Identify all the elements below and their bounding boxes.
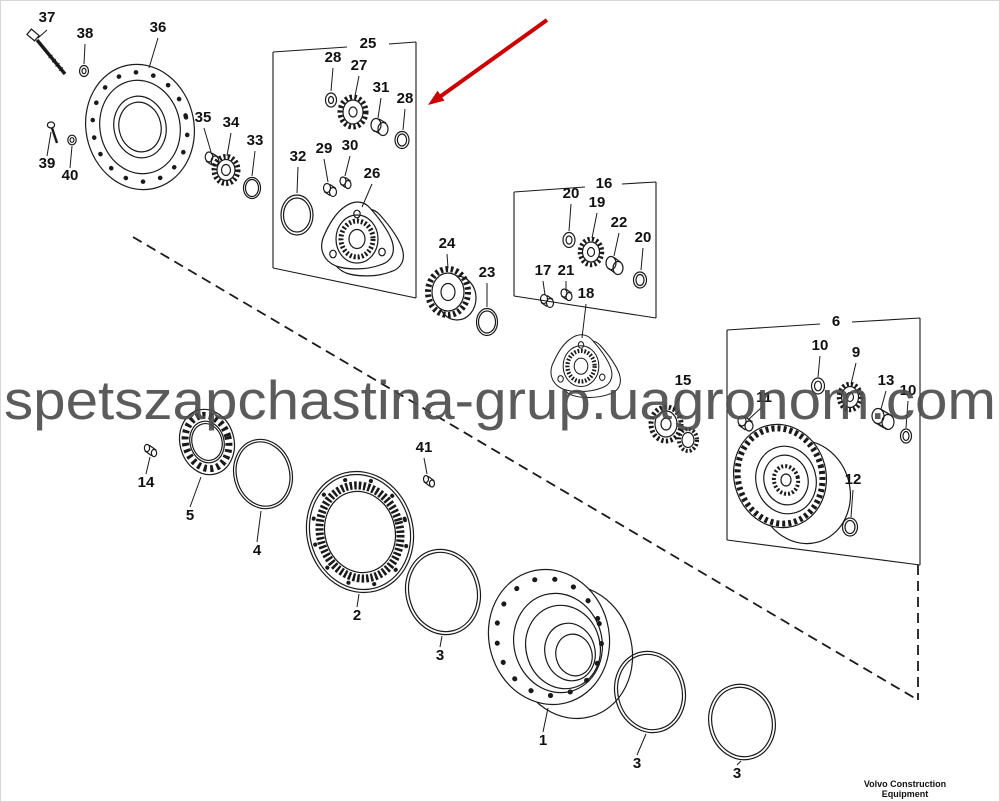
part-pin-14 [143,443,158,458]
part-label-11: 11 [756,389,772,406]
part-label-19: 19 [589,194,606,211]
part-label-24: 24 [439,235,456,252]
part-ring-gear-2 [305,470,415,594]
part-oring-4 [232,438,294,510]
group-box-25 [272,41,417,299]
part-label-20b: 20 [635,229,652,246]
red-annotation-arrow [428,18,549,105]
part-seal-32 [280,194,314,236]
part-pin-41 [422,474,436,488]
part-label-2: 2 [353,607,361,624]
part-gear-24 [425,266,477,321]
part-label-3a: 3 [436,647,444,664]
part-label-14: 14 [138,474,155,491]
part-label-3c: 3 [733,765,741,782]
part-washer-10b [899,428,913,444]
part-label-15: 15 [675,372,692,389]
brand-line2: Equipment [882,789,929,799]
part-bearing-13 [871,407,895,431]
part-washer-28b [394,130,410,150]
part-label-41: 41 [416,439,433,456]
part-label-36: 36 [150,19,167,36]
part-ring-33 [242,176,262,200]
part-label-38: 38 [77,25,94,42]
part-label-33: 33 [247,132,264,149]
part-gear-9 [836,381,864,413]
part-pin-30 [339,176,352,190]
part-label-22: 22 [611,214,628,231]
leader-lines [37,29,909,766]
red-arrow-head [428,90,445,105]
part-label-37: 37 [39,9,56,26]
part-label-20a: 20 [563,185,580,202]
part-label-3b: 3 [633,755,641,772]
part-label-34: 34 [223,114,240,131]
part-label-26: 26 [364,165,381,182]
part-label-1: 1 [539,732,547,749]
dashed-centerline [132,236,919,701]
part-washer-10a [810,377,826,395]
watermark-text: spetszapchastina-grup.uagronom.com [4,369,996,431]
part-label-12: 12 [845,471,862,488]
part-label-21: 21 [558,262,575,279]
part-pin-21 [560,288,573,302]
part-label-5: 5 [186,507,194,524]
part-label-40: 40 [62,167,79,184]
part-label-28b: 28 [397,90,414,107]
part-label-27: 27 [351,57,368,74]
part-washer-40 [67,134,77,146]
part-label-13: 13 [878,372,895,389]
part-washer-20b [632,271,648,289]
part-label-29: 29 [316,140,333,157]
group-label-25: 25 [360,35,377,52]
brand-line1: Volvo Construction [864,779,946,789]
part-cover-36 [84,63,196,191]
part-bearing-31 [370,117,389,137]
part-label-9: 9 [852,344,860,361]
part-washer-38 [78,64,90,78]
part-washer-12 [841,517,859,537]
group-label-16: 16 [596,175,613,192]
part-gear-19 [577,236,605,268]
part-label-32: 32 [290,148,307,165]
part-gear-27 [337,94,369,130]
part-gear-15 [648,404,699,453]
part-ring-23 [475,307,499,337]
part-bearing-5 [178,408,236,476]
part-gear-34 [211,154,241,186]
parts-layer [26,28,921,766]
part-label-28a: 28 [325,49,342,66]
part-seal-3b [613,650,687,734]
part-label-17: 17 [535,262,552,279]
part-label-10b: 10 [900,382,917,399]
part-hub-1 [487,568,634,720]
part-bolt-39 [46,121,59,144]
part-washer-28a [324,92,338,108]
part-seal-3c [708,683,776,761]
part-label-23: 23 [479,264,496,281]
group-box-6 [726,317,921,566]
part-bolt-37 [26,28,67,76]
part-washer-20a [562,231,576,249]
part-seal-3a [404,548,482,636]
group-label-6: 6 [832,313,840,330]
part-label-30: 30 [342,137,359,154]
part-label-4: 4 [253,542,262,559]
part-label-35: 35 [195,109,212,126]
part-label-18: 18 [578,285,595,302]
part-label-10a: 10 [812,337,829,354]
part-label-31: 31 [373,79,390,96]
red-arrow-shaft [439,18,549,98]
part-label-39: 39 [39,155,56,172]
part-bearing-22 [605,255,624,276]
part-pin-29 [322,182,338,198]
group-box-16 [513,181,657,319]
part-pin-17 [539,293,555,309]
part-drum-hub [732,423,852,545]
labels-layer: 37 38 36 39 40 35 34 33 25 28 27 31 28 3… [39,9,917,782]
